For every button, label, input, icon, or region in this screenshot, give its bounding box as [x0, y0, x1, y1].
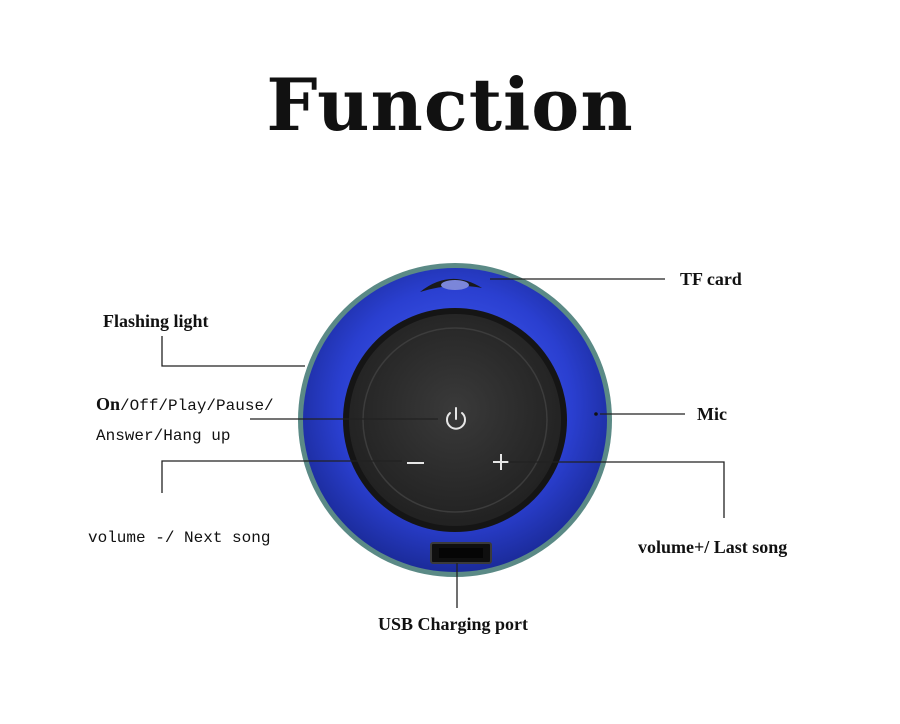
leader-volume-up [508, 461, 725, 518]
usb-port-inner [439, 548, 483, 558]
label-usb: USB Charging port [378, 614, 529, 634]
label-tf-card: TF card [680, 269, 742, 289]
tf-card-slot-highlight [441, 280, 469, 290]
label-mic: Mic [697, 404, 727, 424]
leader-volume-down [161, 460, 402, 493]
page-title: Function [266, 62, 634, 147]
label-power-bold: On [96, 394, 121, 414]
speaker-face-inner [362, 327, 548, 513]
label-flashing-light: Flashing light [103, 311, 209, 331]
label-power: On/Off/Play/Pause/ [96, 395, 274, 414]
power-icon[interactable] [446, 407, 466, 430]
label-power-rest: /Off/Play/Pause/ [120, 397, 274, 415]
speaker-face [349, 314, 561, 526]
label-volume-down: volume -/ Next song [88, 529, 271, 547]
leader-lines [161, 278, 725, 608]
mic-hole [594, 412, 598, 416]
label-power-line2: Answer/Hang up [96, 427, 231, 445]
leader-flashing-light [161, 336, 305, 367]
label-volume-up: volume+/ Last song [638, 537, 788, 557]
plus-icon[interactable] [493, 454, 509, 470]
